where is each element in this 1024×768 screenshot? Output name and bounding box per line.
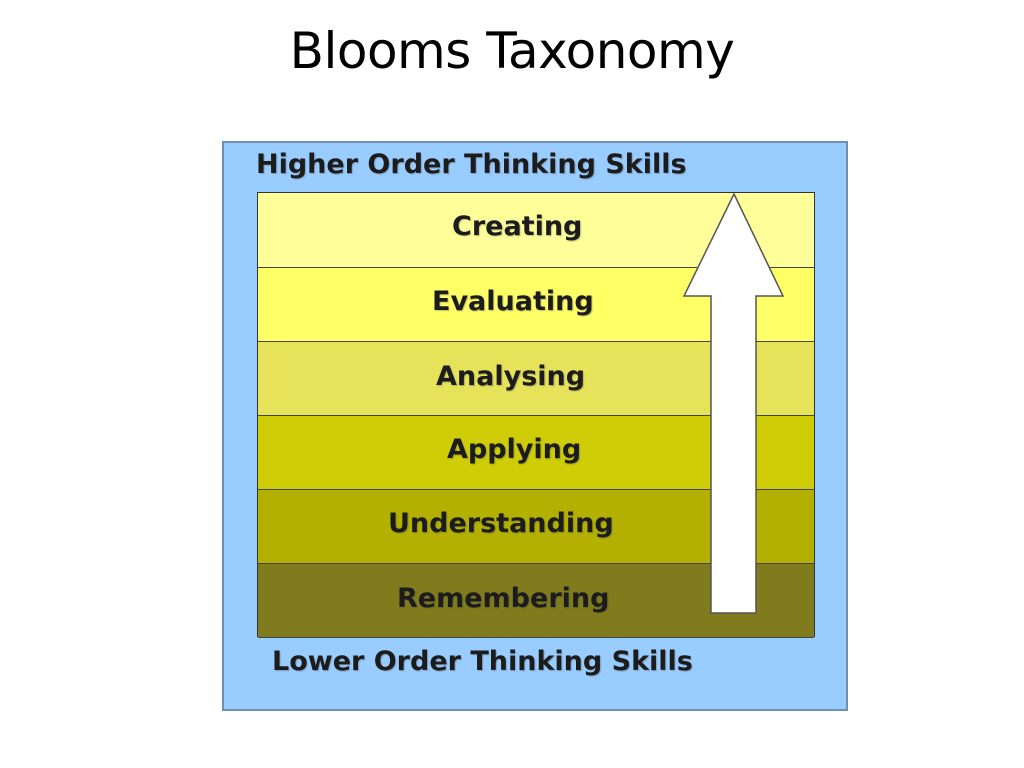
slide-title: Blooms Taxonomy (289, 22, 735, 80)
higher-order-label: Higher Order Thinking Skills (256, 149, 687, 180)
taxonomy-levels: Creating Evaluating Analysing Applying U… (257, 192, 815, 638)
level-understanding: Understanding (258, 490, 814, 564)
level-evaluating: Evaluating (258, 268, 814, 342)
level-creating: Creating (258, 193, 814, 268)
level-label: Analysing (436, 361, 586, 392)
level-analysing: Analysing (258, 342, 814, 416)
lower-order-label: Lower Order Thinking Skills (272, 646, 693, 677)
level-remembering: Remembering (258, 564, 814, 638)
level-label: Creating (452, 211, 583, 242)
taxonomy-frame: Higher Order Thinking Skills Creating Ev… (222, 141, 848, 711)
level-applying: Applying (258, 416, 814, 490)
level-label: Applying (447, 434, 582, 465)
level-label: Understanding (388, 508, 614, 539)
level-label: Evaluating (432, 286, 594, 317)
level-label: Remembering (397, 583, 610, 614)
